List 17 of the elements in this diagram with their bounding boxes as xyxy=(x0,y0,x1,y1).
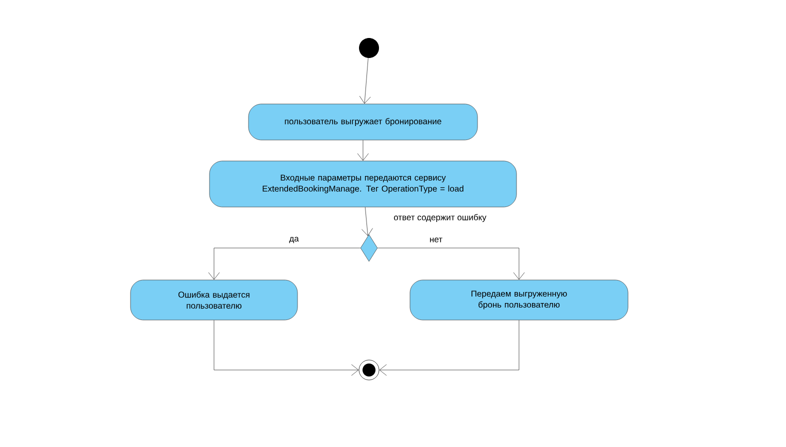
action-box: Передаем выгруженную бронь пользователю xyxy=(410,280,628,320)
arrow xyxy=(357,140,369,161)
action-box: Входные параметры передаются сервису ExtendedBookingManage. Тег OperationType = load xyxy=(209,160,517,208)
decision-diamond xyxy=(360,234,378,262)
arrow xyxy=(208,248,360,280)
edge-label: да xyxy=(288,236,300,244)
end-node xyxy=(358,360,380,380)
start-node xyxy=(359,38,379,58)
arrow xyxy=(214,320,359,376)
action-box: Ошибка выдается пользователю xyxy=(130,280,298,320)
arrow xyxy=(362,207,373,236)
action-box: пользователь выгружает бронирование xyxy=(248,104,478,140)
edge-label: ответ содержит ошибку xyxy=(392,213,488,223)
arrow xyxy=(359,58,371,104)
edge-label: нет xyxy=(428,236,444,244)
arrow xyxy=(379,320,520,376)
arrow xyxy=(378,248,525,280)
